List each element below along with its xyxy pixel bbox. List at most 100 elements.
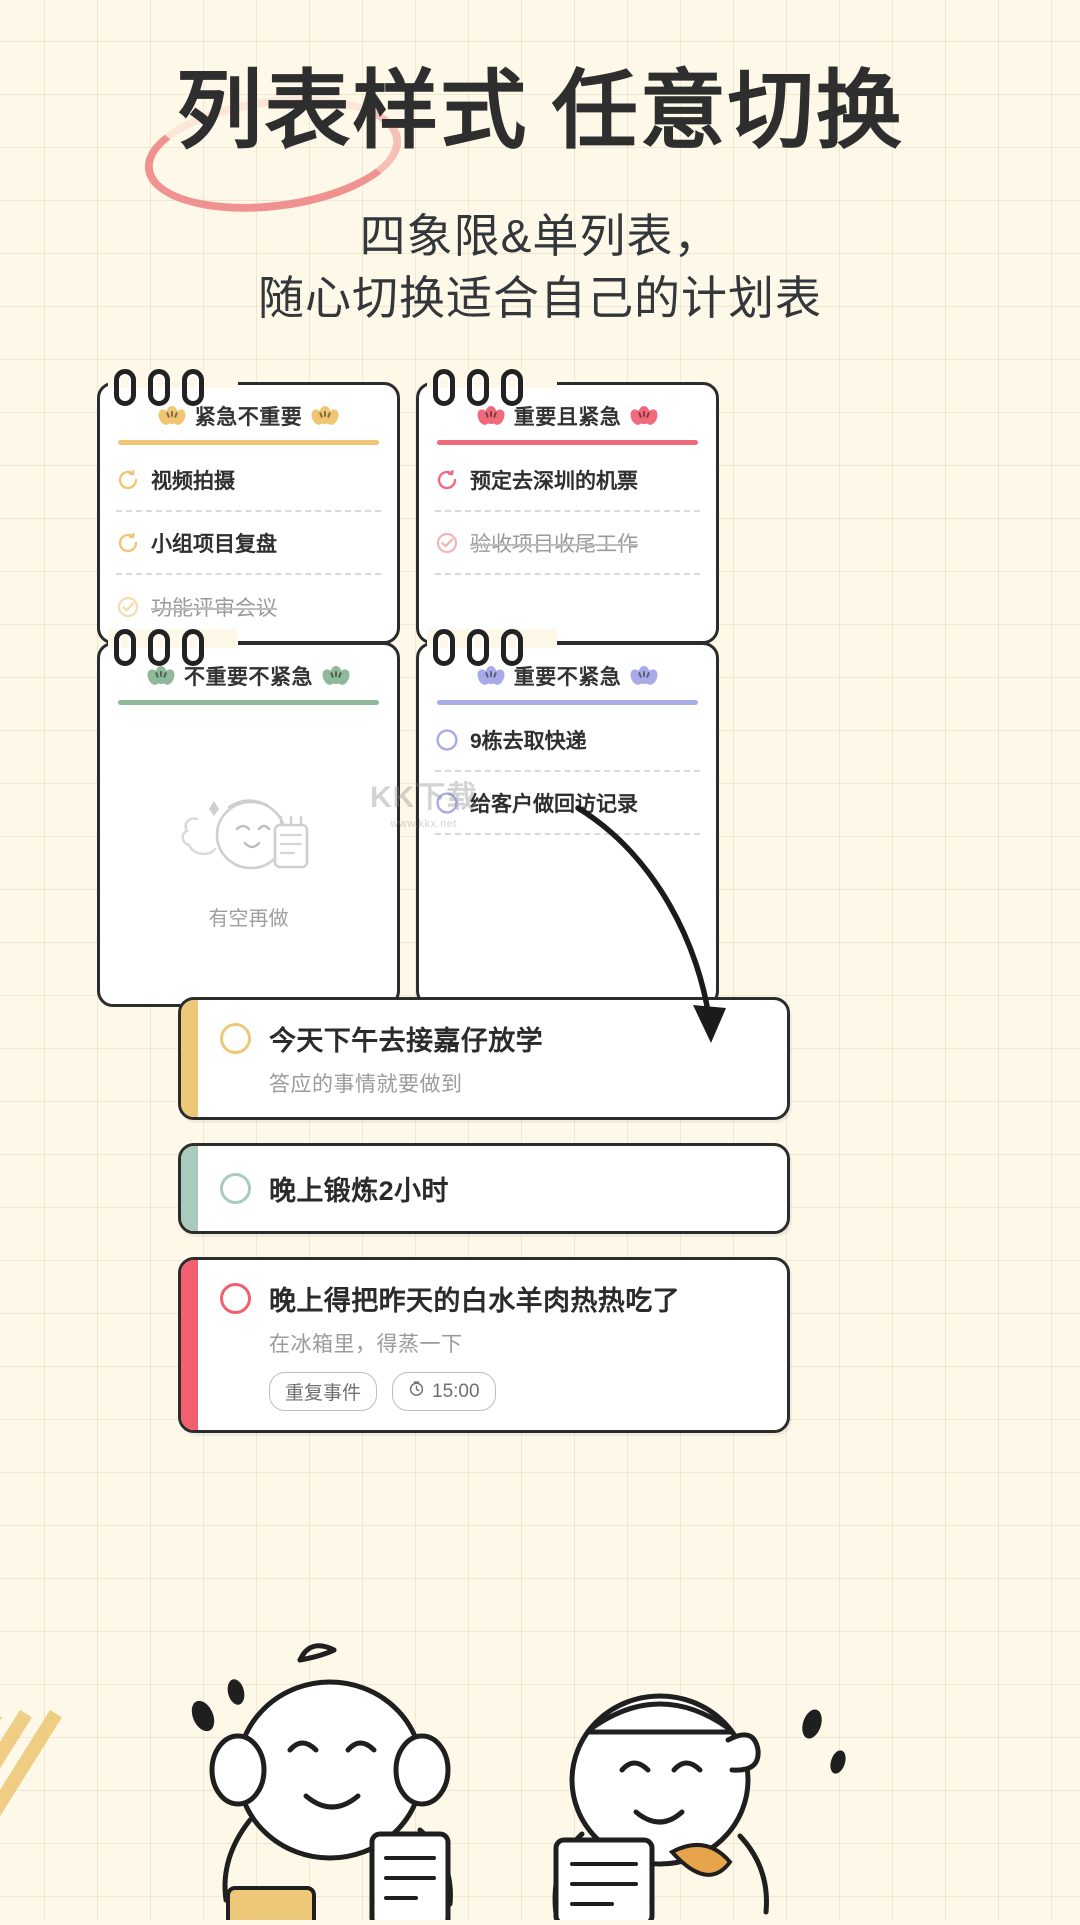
quadrant-underline bbox=[437, 440, 698, 445]
task-label: 视频拍摄 bbox=[151, 469, 235, 493]
task-title: 今天下午去接嘉仔放学 bbox=[269, 1026, 543, 1056]
empty-state-label: 有空再做 bbox=[208, 907, 289, 930]
quadrant-header: 重要不紧急 bbox=[419, 645, 716, 700]
task-checkbox[interactable] bbox=[220, 1023, 251, 1054]
quadrant-title: 重要不紧急 bbox=[513, 666, 622, 689]
repeat-tag[interactable]: 重复事件 bbox=[269, 1372, 378, 1411]
spiral-ring bbox=[501, 629, 523, 666]
subtitle-line-1: 四象限&单列表， bbox=[359, 210, 721, 262]
task-label: 9栋去取快递 bbox=[470, 729, 587, 753]
task-label: 预定去深圳的机票 bbox=[470, 469, 638, 493]
task-row[interactable]: 9栋去取快递 bbox=[435, 709, 700, 772]
task-row[interactable]: 预定去深圳的机票 bbox=[435, 449, 700, 512]
card-color-bar bbox=[181, 1146, 198, 1231]
spiral-ring bbox=[148, 629, 170, 666]
task-label: 功能评审会议 bbox=[151, 596, 277, 620]
task-label: 给客户做回访记录 bbox=[470, 792, 638, 816]
task-row[interactable]: 视频拍摄 bbox=[116, 449, 381, 512]
flower-icon bbox=[155, 405, 188, 427]
circle-outline-icon[interactable] bbox=[435, 791, 459, 815]
circle-arrow-icon[interactable] bbox=[116, 468, 140, 492]
spiral-binding-rings bbox=[433, 629, 523, 666]
ring-mask bbox=[108, 369, 238, 388]
task-note: 在冰箱里，得蒸一下 bbox=[269, 1333, 463, 1356]
quadrant-not-important-not-urgent[interactable]: 不重要不紧急 bbox=[97, 629, 400, 1007]
reminder-time-label: 15:00 bbox=[432, 1380, 480, 1402]
quadrant-urgent-not-important[interactable]: 紧急不重要 视频拍摄 bbox=[97, 369, 400, 644]
empty-state: 有空再做 bbox=[100, 709, 397, 994]
task-note: 答应的事情就要做到 bbox=[269, 1073, 463, 1096]
quadrant-important-and-urgent[interactable]: 重要且紧急 预定去深圳的机票 bbox=[416, 369, 719, 644]
quadrant-header: 不重要不紧急 bbox=[100, 645, 397, 700]
spiral-binding-rings bbox=[433, 369, 523, 406]
check-circle-icon[interactable] bbox=[116, 595, 140, 619]
task-checkbox[interactable] bbox=[220, 1173, 251, 1204]
list-item[interactable]: 今天下午去接嘉仔放学 答应的事情就要做到 bbox=[178, 997, 790, 1120]
quadrant-task-list: 9栋去取快递 给客户做回访记录 bbox=[419, 709, 716, 898]
spiral-ring bbox=[433, 629, 455, 666]
flower-icon bbox=[309, 405, 342, 427]
card-color-bar bbox=[181, 1260, 198, 1430]
task-checkbox[interactable] bbox=[220, 1283, 251, 1314]
spiral-ring bbox=[501, 369, 523, 406]
check-circle-icon[interactable] bbox=[435, 531, 459, 555]
task-title: 晚上得把昨天的白水羊肉热热吃了 bbox=[269, 1286, 680, 1316]
spiral-ring bbox=[182, 629, 204, 666]
page-title-text: 列表样式 任意切换 bbox=[176, 63, 904, 159]
empty-state-illustration bbox=[169, 773, 329, 898]
quadrant-board: 紧急不重要 视频拍摄 bbox=[97, 369, 719, 1007]
task-row[interactable]: 给客户做回访记录 bbox=[435, 772, 700, 835]
quadrant-task-list: 预定去深圳的机票 验收项目收尾工作 bbox=[419, 449, 716, 638]
spiral-binding-rings bbox=[114, 629, 204, 666]
spiral-ring bbox=[182, 369, 204, 406]
flower-icon bbox=[628, 405, 661, 427]
quadrant-underline bbox=[437, 700, 698, 705]
quadrant-header: 重要且紧急 bbox=[419, 385, 716, 440]
circle-arrow-icon[interactable] bbox=[116, 531, 140, 555]
flower-icon bbox=[474, 665, 507, 687]
task-label: 小组项目复盘 bbox=[151, 532, 277, 556]
circle-outline-icon[interactable] bbox=[435, 728, 459, 752]
flower-icon bbox=[320, 665, 352, 687]
spiral-ring bbox=[114, 629, 136, 666]
quadrant-header: 紧急不重要 bbox=[100, 385, 397, 440]
card-color-bar bbox=[181, 1000, 198, 1117]
task-tag-group: 重复事件 15:00 bbox=[269, 1372, 767, 1411]
task-row[interactable]: 小组项目复盘 bbox=[116, 512, 381, 575]
quadrant-title: 紧急不重要 bbox=[194, 406, 303, 429]
quadrant-title: 重要且紧急 bbox=[513, 406, 622, 429]
curved-arrow-annotation bbox=[560, 800, 760, 1105]
spiral-ring bbox=[467, 369, 489, 406]
mascot-illustrations bbox=[0, 1620, 1080, 1925]
headline-section: 列表样式 任意切换 bbox=[0, 62, 1080, 226]
ring-mask bbox=[427, 369, 557, 388]
page-subtitle: 四象限&单列表， 随心切换适合自己的计划表 bbox=[0, 205, 1080, 329]
subtitle-line-2: 随心切换适合自己的计划表 bbox=[258, 272, 822, 324]
quadrant-underline bbox=[118, 440, 379, 445]
clock-icon bbox=[408, 1380, 425, 1403]
quadrant-important-not-urgent[interactable]: 重要不紧急 9栋去取快递 bbox=[416, 629, 719, 1007]
quadrant-underline bbox=[118, 700, 379, 705]
task-row-completed[interactable]: 功能评审会议 bbox=[116, 575, 381, 638]
flower-icon bbox=[474, 405, 507, 427]
reminder-time-tag[interactable]: 15:00 bbox=[392, 1372, 496, 1411]
spiral-ring bbox=[467, 629, 489, 666]
page-title: 列表样式 任意切换 bbox=[138, 62, 912, 226]
quadrant-title: 不重要不紧急 bbox=[184, 666, 313, 689]
flower-icon bbox=[145, 665, 177, 687]
task-label: 验收项目收尾工作 bbox=[470, 532, 638, 556]
task-row-completed[interactable]: 验收项目收尾工作 bbox=[435, 512, 700, 575]
spiral-binding-rings bbox=[114, 369, 204, 406]
spiral-ring bbox=[433, 369, 455, 406]
list-item[interactable]: 晚上锻炼2小时 bbox=[178, 1143, 790, 1234]
single-list-section: 今天下午去接嘉仔放学 答应的事情就要做到 晚上锻炼2小时 晚上得把昨天的白水羊肉… bbox=[178, 997, 790, 1456]
circle-arrow-icon[interactable] bbox=[435, 468, 459, 492]
ring-mask bbox=[427, 629, 557, 648]
quadrant-task-list: 视频拍摄 小组项目复盘 功能评审会议 bbox=[100, 449, 397, 638]
list-item[interactable]: 晚上得把昨天的白水羊肉热热吃了 在冰箱里，得蒸一下 重复事件 15:00 bbox=[178, 1257, 790, 1433]
repeat-tag-label: 重复事件 bbox=[285, 1383, 362, 1404]
ring-mask bbox=[108, 629, 238, 648]
task-title: 晚上锻炼2小时 bbox=[269, 1176, 449, 1206]
flower-icon bbox=[628, 665, 661, 687]
spiral-ring bbox=[148, 369, 170, 406]
